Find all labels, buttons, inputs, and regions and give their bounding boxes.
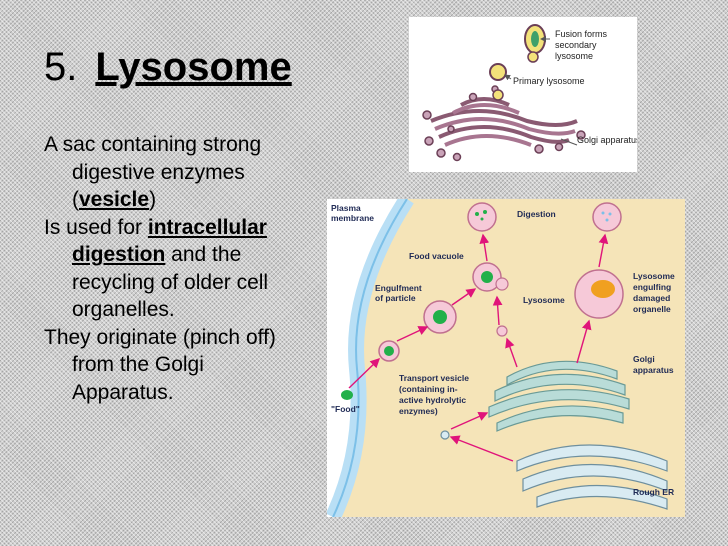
slide-title: 5. Lysosome — [44, 42, 292, 92]
label-engulfing-3: damaged — [633, 293, 670, 303]
pathway-arrows — [348, 233, 609, 462]
para2-end: and the recycling of older cell organell… — [72, 243, 269, 321]
label-primary-lysosome: Primary lysosome — [513, 76, 585, 86]
label-engulfing-1: Lysosome — [633, 271, 675, 281]
keyword-intracellular-digestion: intracellular digestion — [72, 215, 267, 267]
label-engulfing-4: organelle — [633, 304, 671, 314]
para1-text: A sac containing strong digestive enzyme… — [44, 133, 262, 211]
slide-number: 5. — [44, 45, 78, 89]
label-golgi-1: Golgi — [633, 354, 655, 364]
label-transport-3: active hydrolytic — [399, 395, 466, 405]
title-word: Lysosome — [95, 45, 292, 89]
label-engulfment-1: Engulfment — [375, 283, 422, 293]
golgi-stack-drawing — [430, 97, 578, 147]
label-digestion: Digestion — [517, 209, 556, 219]
paragraph-definition: A sac containing strong digestive enzyme… — [44, 131, 294, 214]
label-golgi-2: apparatus — [633, 365, 674, 375]
label-engulfing-2: engulfing — [633, 282, 671, 292]
golgi-figure: Fusion forms secondary lysosome Primary … — [409, 17, 637, 172]
paragraph-origin: They originate (pinch off) from the Golg… — [44, 325, 276, 404]
label-rough-er: Rough ER — [633, 487, 674, 497]
label-transport-1: Transport vesicle — [399, 373, 469, 383]
label-transport-4: enzymes) — [399, 406, 438, 416]
label-golgi-apparatus: Golgi apparatus — [577, 135, 637, 145]
label-plasma-2: membrane — [331, 213, 374, 223]
cell-digestion-figure: Plasma membrane Digestion Food vacuole E… — [327, 199, 685, 517]
label-engulfment-2: of particle — [375, 293, 416, 303]
label-fusion-1: Fusion forms — [555, 29, 608, 39]
para2-text: Is used for — [44, 215, 148, 239]
label-transport-2: (containing in- — [399, 384, 458, 394]
label-food-vacuole: Food vacuole — [409, 251, 464, 261]
body-text: A sac containing strong digestive enzyme… — [44, 131, 294, 406]
lysosome-drawing — [496, 325, 508, 337]
label-fusion-3: lysosome — [555, 51, 593, 61]
food-particle — [341, 390, 353, 400]
golgi-vesicles — [422, 85, 586, 162]
primary-lysosome-drawing — [489, 63, 507, 81]
paragraph-function: Is used for intracellular digestion and … — [44, 214, 294, 324]
label-lysosome: Lysosome — [523, 295, 565, 305]
label-fusion-2: secondary — [555, 40, 597, 50]
golgi-apparatus-drawing — [488, 360, 630, 432]
para1-end: ) — [149, 188, 157, 211]
label-plasma-1: Plasma — [331, 203, 361, 213]
rough-er-drawing — [516, 444, 668, 510]
label-food: "Food" — [331, 404, 360, 414]
keyword-vesicle: vesicle — [79, 188, 150, 211]
